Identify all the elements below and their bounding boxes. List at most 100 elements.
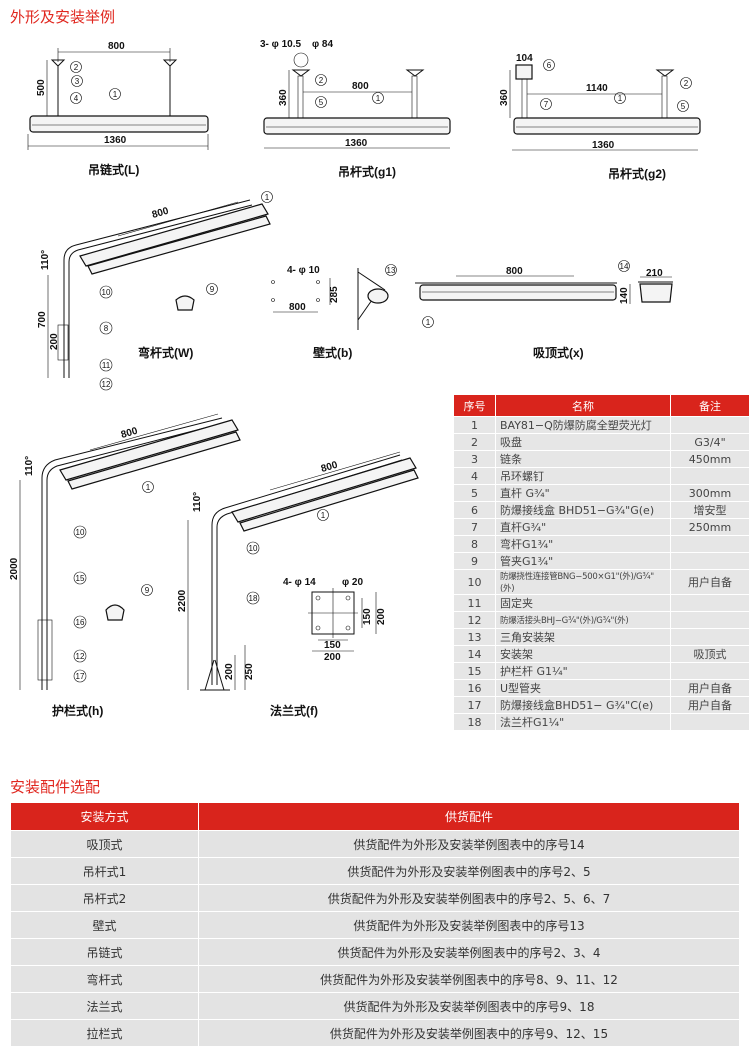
svg-text:1360: 1360 [592,140,615,151]
cell-name: 防爆挠性连接管BNG−500×G1"(外)/G¾"(外) [495,569,671,595]
cell-name: 三角安装架 [495,628,671,646]
cell-no: 16 [453,679,496,697]
col-no: 序号 [453,394,496,417]
svg-text:250: 250 [244,663,255,680]
col-note: 备注 [670,394,750,417]
cell-no: 14 [453,645,496,663]
svg-text:3- φ 10.5: 3- φ 10.5 [260,39,302,50]
svg-text:6: 6 [547,61,552,70]
svg-text:500: 500 [36,79,47,96]
svg-text:200: 200 [324,652,341,663]
cell-no: 12 [453,611,496,629]
cell-parts: 供货配件为外形及安装举例图表中的序号2、5、6、7 [198,884,740,912]
section-title-accessories: 安装配件选配 [10,778,101,796]
svg-text:800: 800 [352,81,369,92]
svg-text:4- φ 14: 4- φ 14 [283,577,316,588]
table-row: 法兰式供货配件为外形及安装举例图表中的序号9、18 [10,992,740,1020]
cell-no: 9 [453,552,496,570]
svg-text:弯杆式(W): 弯杆式(W) [138,345,193,360]
svg-text:壁式(b): 壁式(b) [313,345,352,360]
svg-text:吸顶式(x): 吸顶式(x) [533,345,584,360]
svg-text:110°: 110° [24,456,35,476]
svg-text:10: 10 [76,528,85,537]
svg-text:10: 10 [102,288,111,297]
table-row: 吊链式供货配件为外形及安装举例图表中的序号2、3、4 [10,938,740,966]
svg-text:吊杆式(g1): 吊杆式(g1) [338,164,396,179]
svg-text:210: 210 [646,268,663,279]
cell-note [670,713,750,731]
cell-parts: 供货配件为外形及安装举例图表中的序号14 [198,830,740,858]
cell-mode: 拉栏式 [10,1019,199,1047]
accessory-table-header: 安装方式 供货配件 [10,802,740,831]
cell-no: 13 [453,628,496,646]
svg-text:18: 18 [249,594,258,603]
cell-no: 3 [453,450,496,468]
cell-note [670,467,750,485]
cell-mode: 吸顶式 [10,830,199,858]
svg-text:护栏式(h): 护栏式(h) [52,703,103,718]
svg-text:1: 1 [113,90,118,99]
cell-no: 10 [453,569,496,595]
cell-mode: 弯杆式 [10,965,199,993]
svg-text:吊链式(L): 吊链式(L) [88,162,139,177]
drawing-wall-mount: 4- φ 10 285 800 13 壁式(b) [271,264,397,360]
svg-text:800: 800 [108,41,125,52]
cell-no: 17 [453,696,496,714]
svg-text:285: 285 [329,286,340,303]
svg-text:5: 5 [681,102,686,111]
cell-mode: 吊链式 [10,938,199,966]
svg-text:1360: 1360 [104,135,127,146]
drawing-flange-mount: 800 110° 2200 200 250 1 10 18 4- φ 14 φ … [177,451,419,718]
svg-text:15: 15 [76,574,85,583]
svg-text:200: 200 [376,608,387,625]
cell-name: 法兰杆G1¼" [495,713,671,731]
svg-text:1: 1 [321,511,326,520]
cell-name: BAY81−Q防爆防腐全塑荧光灯 [495,416,671,434]
svg-text:200: 200 [224,663,235,680]
svg-text:1: 1 [265,193,270,202]
svg-text:360: 360 [499,89,510,106]
cell-name: 直杆 G¾" [495,484,671,502]
svg-text:2: 2 [74,63,79,72]
parts-table-header: 序号 名称 备注 [453,394,750,417]
svg-text:360: 360 [278,89,289,106]
svg-text:104: 104 [516,53,533,64]
svg-text:140: 140 [619,287,630,304]
cell-name: 护栏杆 G1¼" [495,662,671,680]
cell-note: G3/4" [670,433,750,451]
cell-name: 防爆活接头BHJ−G¾"(外)/G¾"(外) [495,611,671,629]
svg-text:13: 13 [387,266,396,275]
cell-no: 8 [453,535,496,553]
table-row: 拉栏式供货配件为外形及安装举例图表中的序号9、12、15 [10,1019,740,1047]
cell-name: 固定夹 [495,594,671,612]
table-row: 吸顶式供货配件为外形及安装举例图表中的序号14 [10,830,740,858]
svg-text:150: 150 [324,640,341,651]
cell-note: 用户自备 [670,679,750,697]
svg-text:3: 3 [75,77,80,86]
svg-text:1360: 1360 [345,138,368,149]
svg-text:7: 7 [544,100,549,109]
svg-text:110°: 110° [192,492,203,512]
cell-note [670,628,750,646]
svg-text:法兰式(f): 法兰式(f) [270,703,318,718]
svg-text:1: 1 [618,94,623,103]
cell-parts: 供货配件为外形及安装举例图表中的序号2、5 [198,857,740,885]
cell-parts: 供货配件为外形及安装举例图表中的序号9、18 [198,992,740,1020]
svg-text:200: 200 [49,333,60,350]
svg-text:800: 800 [320,460,339,475]
svg-text:14: 14 [620,262,629,271]
svg-text:2: 2 [684,79,689,88]
svg-text:φ 20: φ 20 [342,577,363,588]
col-name: 名称 [495,394,671,417]
